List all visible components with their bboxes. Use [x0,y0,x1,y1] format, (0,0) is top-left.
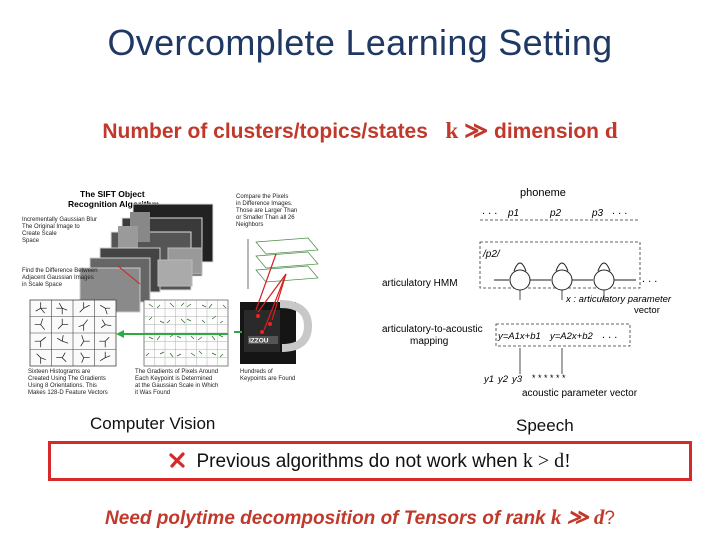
sift-heading-1: The SIFT Object [80,189,145,199]
warning-box: Previous algorithms do not work when k >… [48,441,692,481]
obs-dots: * * * * * * [532,373,566,383]
mapping-label-1: articulatory-to-acoustic [382,324,483,335]
slide-title: Overcomplete Learning Setting [107,22,613,63]
note-grad-3: at the Gaussian Scale in Which [135,383,218,389]
note-keypoints-2: Keypoints are Found [240,376,295,382]
note-hist-4: Makes 128-D Feature Vectors [28,390,108,396]
note-blur-4: Space [22,238,40,244]
subtitle-d: d [604,118,618,143]
note-hist-1: Sixteen Histograms are [28,369,91,375]
note-hist-2: Created Using The Gradients [28,376,106,382]
hmm-states [494,262,636,291]
caption-vision: Computer Vision [90,414,216,433]
keypoint-image: IZZOU [240,300,313,364]
speech-hmm-figure: phoneme . . . p1 p2 p3 . . . /p2/ articu… [382,187,672,399]
caption-speech: Speech [516,416,574,435]
note-blur-1: Incrementally Gaussian Blur [22,217,97,223]
note-compare-5: Neighbors [236,222,263,228]
state-p1: p1 [507,208,519,219]
equation-1: y=A1x+b1 [497,331,541,342]
note-grad-4: it Was Found [135,390,170,396]
histogram-grid [29,299,117,367]
footer-line: Need polytime decomposition of Tensors o… [0,505,720,530]
warning-math: k > d! [522,450,571,472]
note-grad-1: The Gradients of Pixels Around [135,369,218,375]
note-grad-2: Each Keypoint is Determined [135,376,212,382]
obs-y2: y2 [497,374,509,385]
subtitle-text: Number of clusters/topics/states [102,120,428,143]
sift-notes: Incrementally Gaussian Blur The Original… [22,194,297,396]
dots-hmm: . . . [642,273,657,285]
warning-text: Previous algorithms do not work when [196,451,518,472]
note-compare-2: in Difference Images. [236,201,293,207]
param-label-2: vector [634,305,660,316]
note-compare-1: Compare the Pixels [236,194,288,200]
image-label: IZZOU [249,338,269,345]
subtitle-dimension: dimension [494,120,600,143]
note-diff-1: Find the Difference Between [22,268,98,274]
note-keypoints-1: Hundreds of [240,369,273,375]
warning-line: Previous algorithms do not work when k >… [51,450,689,473]
footer-text: Need polytime decomposition of Tensors o… [105,508,546,529]
note-hist-3: Using 8 Orientations. This [28,383,97,389]
slide-subtitle: Number of clusters/topics/states k ≫ dim… [0,118,720,144]
param-label-1: x : articulatory parameter [565,294,672,305]
footer-question: ? [604,508,615,529]
footer-math: k ≫ d [550,505,605,529]
obs-y3: y3 [511,374,523,385]
dots-right: . . . [612,205,627,217]
sift-figure: The SIFT Object Recognition Algorithm In… [22,189,319,396]
state-p3: p3 [591,208,604,219]
obs-y1: y1 [483,374,494,385]
note-compare-4: or Smaller Than all 26 [236,215,295,221]
dots-map: . . . [602,329,617,341]
phoneme-label: phoneme [520,187,566,199]
current-phoneme: /p2/ [482,249,501,260]
note-compare-3: Those are Larger Than [236,208,297,214]
dots-left: . . . [482,205,497,217]
subtitle-k: k [445,118,459,143]
red-x-icon [169,452,185,468]
note-blur-2: The Original Image to [22,224,80,230]
sift-heading-2: Recognition Algorithm [68,199,160,209]
hmm-label: articulatory HMM [382,278,458,289]
note-diff-2: Adjacent Gaussian Images [22,275,94,281]
sift-arrows [116,253,287,338]
acoustic-label: acoustic parameter vector [522,388,638,399]
note-blur-3: Create Scale [22,231,57,237]
subtitle-op: ≫ [464,118,489,143]
equation-2: y=A2x+b2 [549,331,593,342]
note-diff-3: in Scale Space [22,282,63,288]
mapping-label-2: mapping [410,336,448,347]
scale-space-grids [247,237,319,289]
state-p2: p2 [549,208,562,219]
